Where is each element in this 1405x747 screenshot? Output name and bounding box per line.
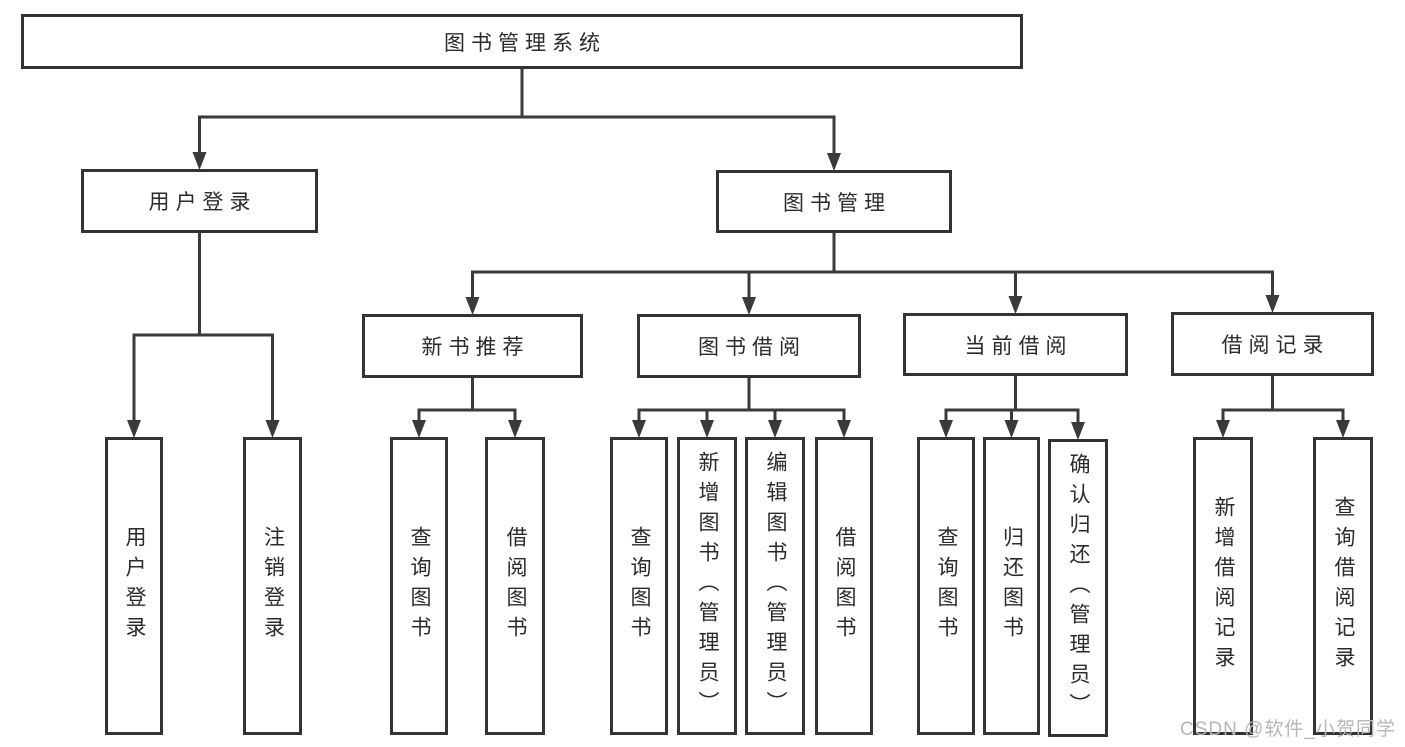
node-ul_logout: 注销登录: [243, 437, 302, 735]
node-borrow_record: 借阅记录: [1171, 312, 1374, 376]
node-user_login: 用户登录: [81, 169, 318, 233]
node-book_mgmt: 图书管理: [716, 170, 952, 233]
node-new_book: 新书推荐: [362, 314, 583, 378]
node-cb_confirm: 确认归还（管理员）: [1048, 439, 1108, 737]
node-cb_query: 查询图书: [917, 437, 975, 735]
node-br_add: 新增借阅记录: [1193, 437, 1253, 735]
node-nb_query: 查询图书: [390, 437, 448, 735]
node-ul_login: 用户登录: [105, 437, 163, 735]
node-book_borrow: 图书借阅: [637, 314, 861, 378]
node-bb_edit: 编辑图书（管理员）: [745, 437, 805, 735]
node-cb_return: 归还图书: [983, 437, 1040, 735]
node-bb_add: 新增图书（管理员）: [677, 437, 737, 735]
node-current_borrow: 当前借阅: [903, 313, 1128, 376]
node-bb_borrow: 借阅图书: [815, 437, 873, 735]
node-br_query: 查询借阅记录: [1313, 437, 1373, 735]
node-bb_query: 查询图书: [610, 437, 668, 735]
node-nb_borrow: 借阅图书: [485, 437, 545, 735]
node-root: 图书管理系统: [21, 14, 1023, 69]
watermark: CSDN @软件_小贺同学: [1180, 719, 1396, 740]
